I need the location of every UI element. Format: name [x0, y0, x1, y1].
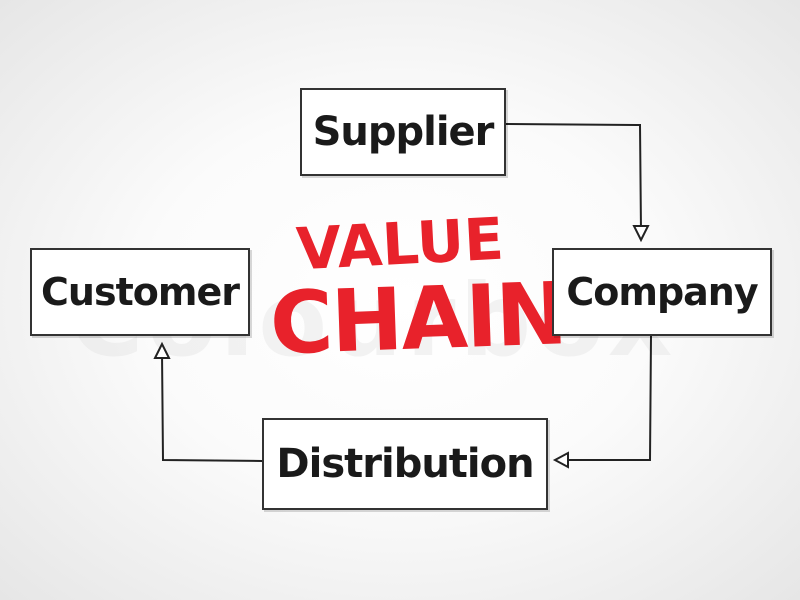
arrow-distribution-to-customer: [161, 351, 263, 462]
node-customer: Customer: [30, 248, 250, 336]
node-distribution: Distribution: [262, 418, 548, 510]
node-supplier: Supplier: [300, 88, 506, 176]
node-label: Distribution: [276, 441, 534, 487]
arrowhead-icon: [153, 341, 171, 359]
arrowhead-icon: [552, 451, 569, 469]
node-company: Company: [552, 248, 772, 336]
node-label: Customer: [41, 270, 240, 314]
title-chain: CHAIN: [268, 264, 568, 375]
node-label: Company: [566, 270, 758, 314]
node-label: Supplier: [312, 109, 495, 155]
arrow-company-to-distribution: [562, 335, 652, 461]
arrowhead-icon: [632, 225, 650, 243]
arrow-supplier-to-company: [505, 123, 642, 233]
